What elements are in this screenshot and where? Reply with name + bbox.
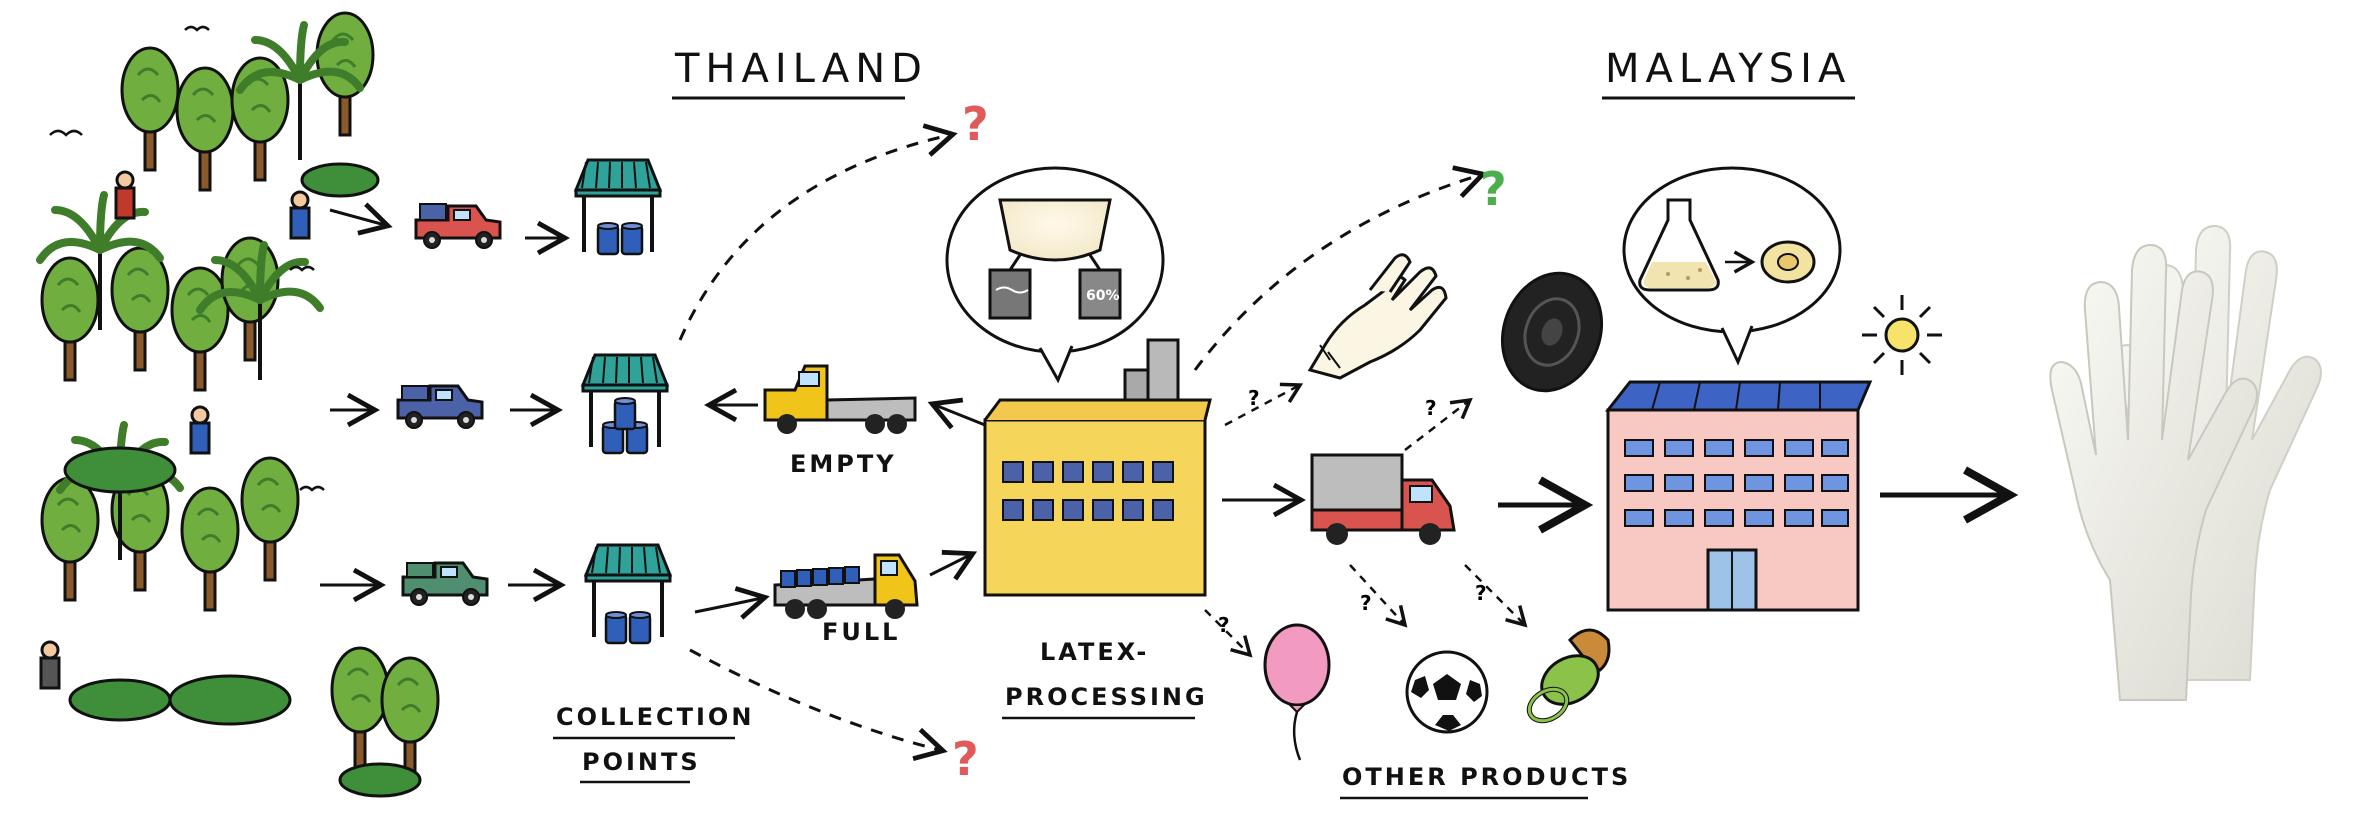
factory-icon: 60% (945, 166, 1212, 597)
question-mark-icon: ? (962, 97, 989, 151)
glove-icon (1307, 253, 1448, 380)
flask-icon (1638, 198, 1720, 292)
collection-label-line2: POINTS (582, 748, 701, 776)
question-mark-icon: ? (1475, 581, 1487, 605)
region-title-malaysia: MALAYSIA (1602, 46, 1855, 100)
football-icon (1405, 650, 1489, 734)
bush-icon (63, 162, 422, 798)
tank-percent-label: 60% (1086, 288, 1120, 304)
latex-processing-label: LATEX- PROCESSING (1002, 638, 1208, 720)
worker-icon (39, 170, 311, 690)
truck-icon (763, 364, 917, 434)
question-mark-icon: ? (1248, 386, 1260, 410)
balloon-icon (1263, 623, 1331, 761)
truck-icon (401, 561, 489, 607)
question-mark-icon: ? (1425, 396, 1437, 420)
dashed-arrow (1204, 609, 1253, 658)
dashed-arrow (1464, 564, 1528, 628)
arrow (929, 549, 978, 581)
dashed-arrow (689, 648, 948, 762)
latex-glove-photo (2049, 224, 2322, 701)
other-products-label: OTHER PRODUCTS (1340, 763, 1631, 800)
collection-shed-icon (581, 353, 669, 455)
plantation-area (39, 11, 440, 798)
truck-icon (414, 203, 502, 250)
empty-label: EMPTY (790, 450, 897, 478)
pacifier-icon (1526, 628, 1611, 724)
collection-shed-icon (584, 543, 672, 645)
arrow (694, 586, 770, 620)
arrow (329, 202, 393, 236)
bird-icon (49, 25, 325, 492)
question-mark-icon: ? (1218, 613, 1230, 637)
collection-points-label: COLLECTION POINTS (553, 703, 754, 784)
dashed-arrow (1404, 397, 1473, 451)
collection-label-line1: COLLECTION (556, 703, 754, 731)
region-title-thailand: THAILAND (672, 46, 928, 100)
truck-icon (773, 553, 919, 619)
truck-icon (396, 384, 484, 430)
latex-separator-icon: 60% (988, 198, 1122, 320)
truck-icon (1310, 453, 1456, 545)
tree-icon (40, 11, 440, 782)
latex-label-line2: PROCESSING (1005, 683, 1208, 711)
dashed-arrow (1224, 382, 1304, 427)
arrow (927, 397, 986, 430)
question-mark-icon: ? (1360, 591, 1372, 615)
full-label: FULL (822, 618, 900, 646)
dashed-arrow (1193, 165, 1488, 371)
dashed-arrow (678, 123, 958, 341)
other-products-text: OTHER PRODUCTS (1342, 763, 1631, 791)
question-mark-icon: ? (1480, 162, 1507, 216)
collection-shed-icon (574, 158, 662, 256)
question-mark-icon: ? (952, 732, 979, 786)
glove-factory-icon (1604, 166, 1873, 612)
sun-icon (1862, 295, 1942, 375)
tire-icon (1500, 271, 1604, 393)
dashed-arrow (1349, 564, 1408, 628)
condom-icon (1760, 240, 1816, 284)
thailand-label: THAILAND (674, 46, 928, 92)
latex-label-line1: LATEX- (1040, 638, 1149, 666)
malaysia-label: MALAYSIA (1605, 46, 1851, 92)
